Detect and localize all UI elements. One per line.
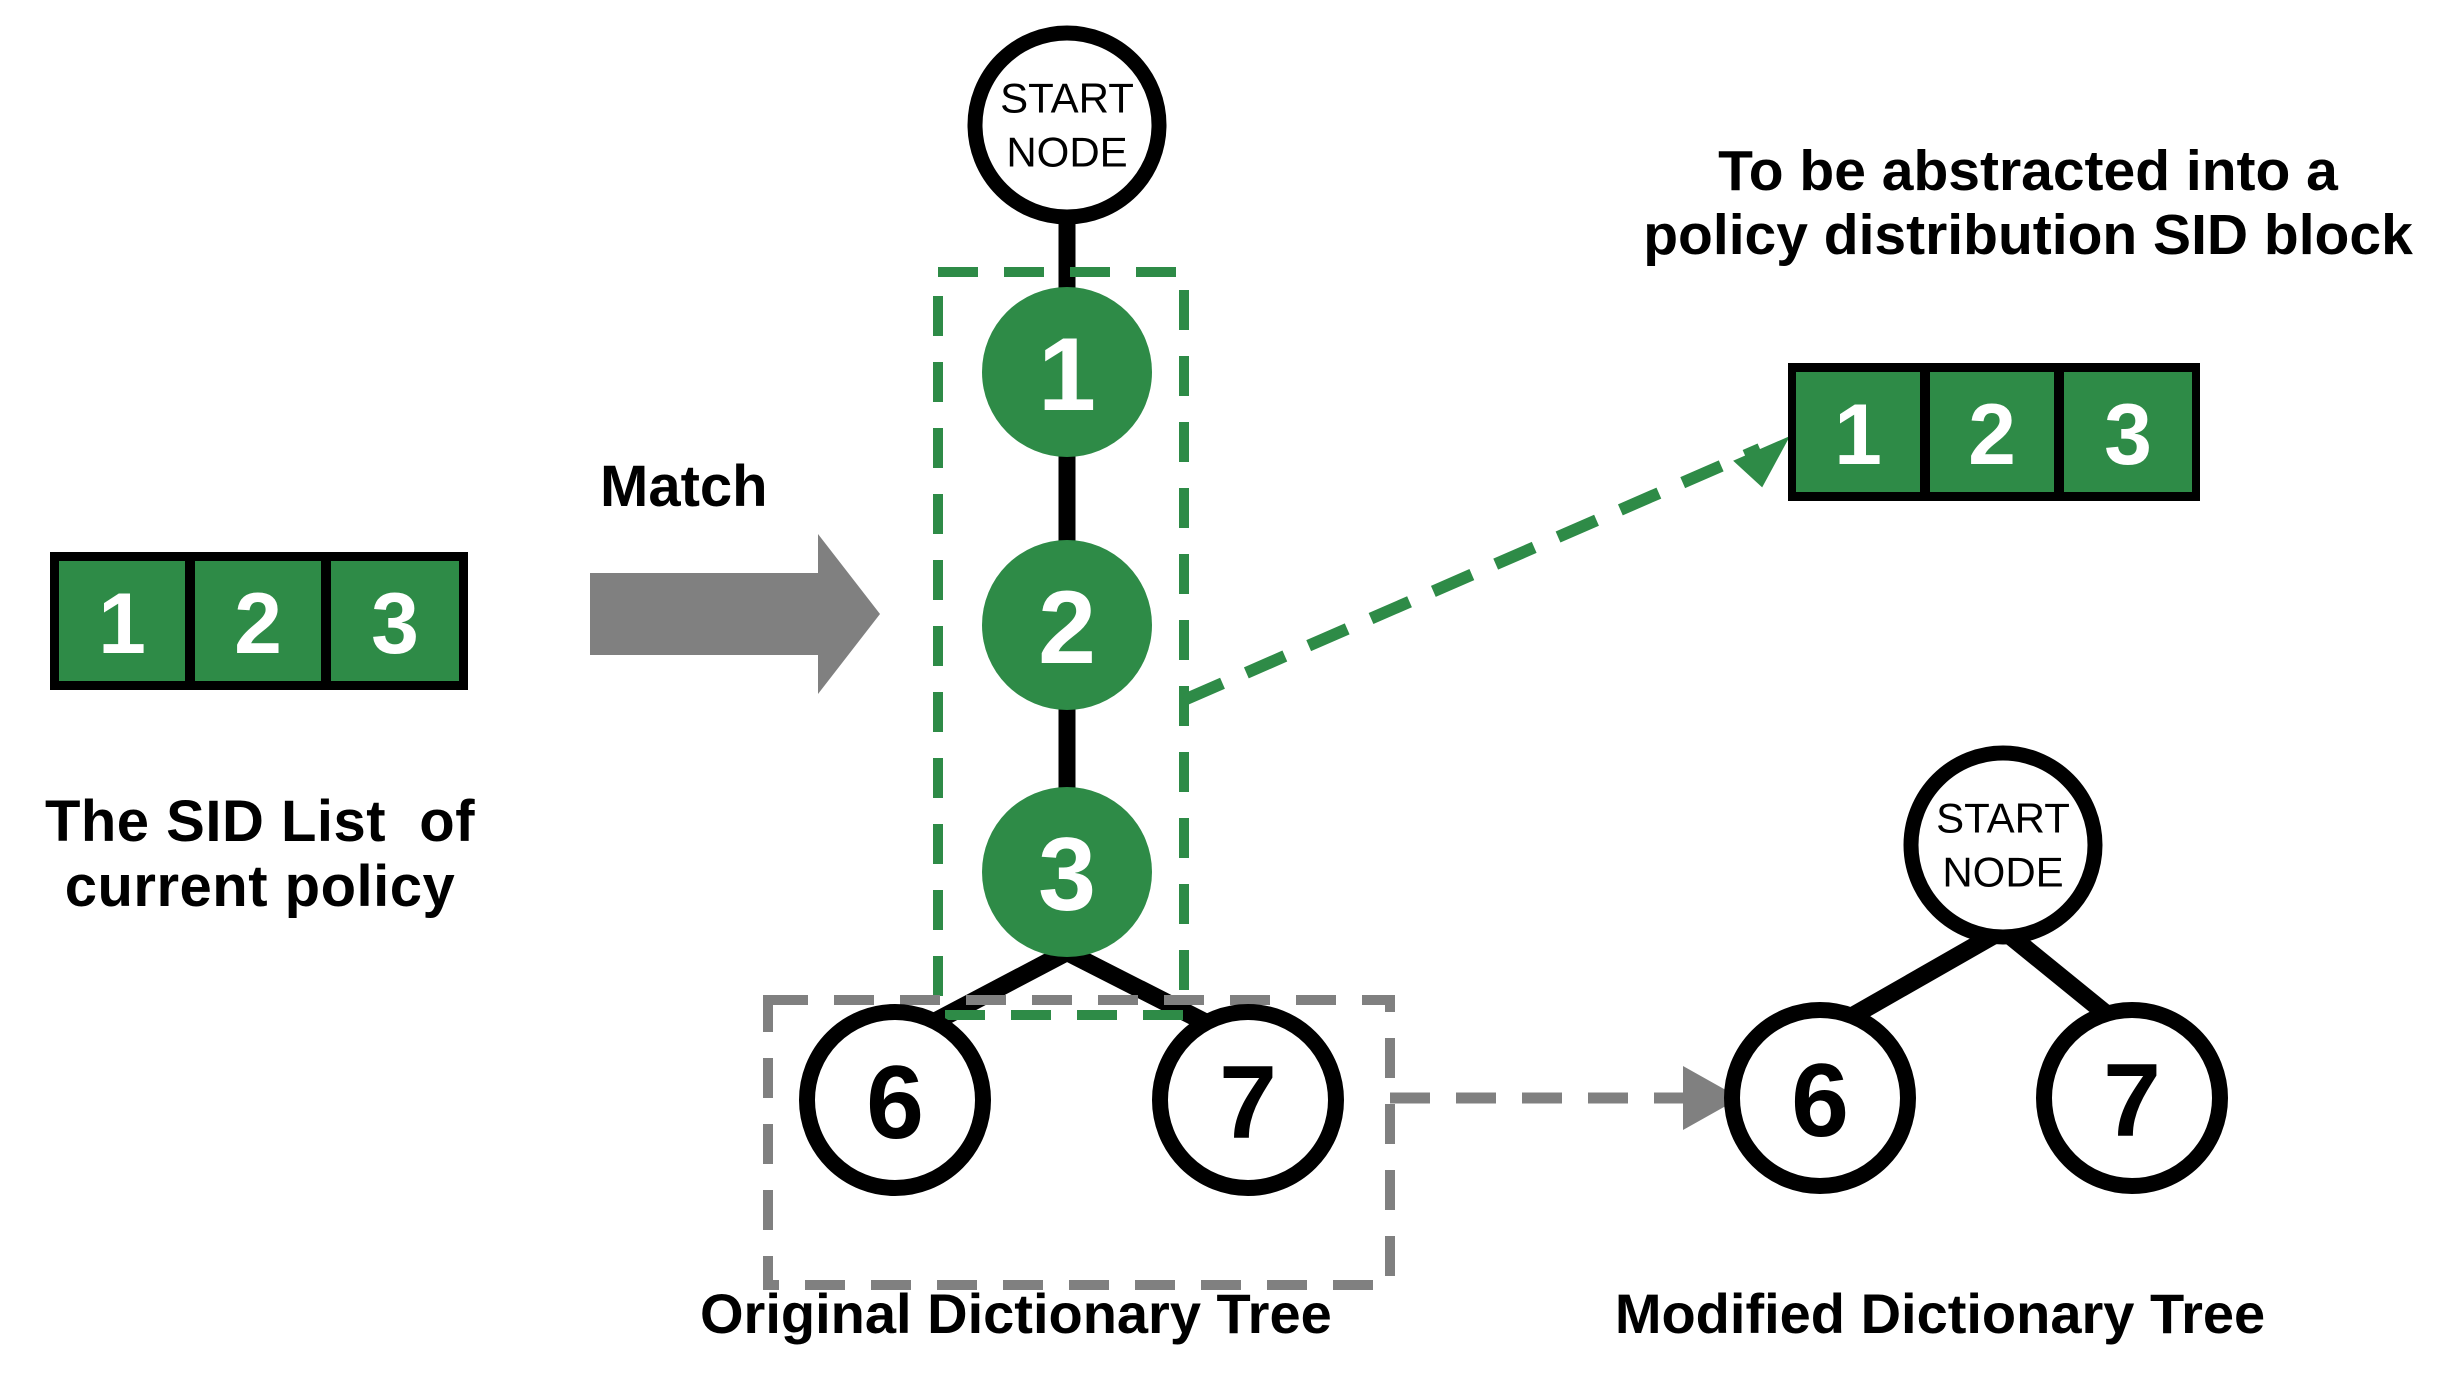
node-2-circle: [982, 540, 1152, 710]
modified-node-6-label: 6: [1791, 1043, 1849, 1159]
node-1-label: 1: [1038, 317, 1096, 433]
sid-block-right-cell-3-label: 3: [2104, 387, 2152, 483]
children-dashed-box: [763, 995, 1395, 1290]
original-tree-node-2: 2: [982, 540, 1152, 710]
modified-node-6-circle: [1724, 1002, 1916, 1194]
abstraction-arrow-green-line: [1181, 443, 1763, 706]
node-3-label: 3: [1038, 817, 1096, 933]
sid-list-left-cell-3: [331, 561, 459, 681]
node-2-label: 2: [1038, 570, 1096, 686]
sid-list-left-cell-2-label: 2: [234, 576, 282, 672]
modified-tree-node-6: 6: [1724, 1002, 1916, 1194]
node-7-circle: [1152, 1004, 1344, 1196]
node-6-label: 6: [866, 1045, 924, 1161]
abstraction-arrow-green: [1181, 436, 1790, 706]
match-arrow: [590, 534, 880, 694]
modified-start-node-circle: [1903, 745, 2103, 945]
abstraction-arrow-green-head: [1733, 436, 1790, 488]
node-6-circle: [799, 1004, 991, 1196]
original-tree-start-node: START NODE: [967, 25, 1167, 225]
modified-start-node-label-line2: NODE: [1942, 849, 2063, 896]
modified-tree-node-7: 7: [2036, 1002, 2228, 1194]
original-start-node-label-line1: START: [1000, 75, 1134, 122]
sid-list-left-cell-1: [59, 561, 185, 681]
sid-list-left-caption-line1: The SID List of: [44, 789, 476, 854]
sid-block-right-cell-1: [1796, 372, 1920, 492]
match-arrow-shape: [590, 534, 880, 694]
modified-node-7-label: 7: [2103, 1043, 2161, 1159]
modified-tree-edges: [1823, 922, 2132, 1038]
original-start-node-label-line2: NODE: [1006, 129, 1127, 176]
modified-node-7-circle: [2036, 1002, 2228, 1194]
sid-block-right: 1 2 3: [1788, 363, 2200, 501]
match-label: Match: [600, 454, 768, 519]
modified-tree-start-node: START NODE: [1903, 745, 2103, 945]
original-tree-node-1: 1: [982, 287, 1152, 457]
sid-list-left-caption-line2: current policy: [64, 853, 456, 919]
transfer-arrow-gray-head: [1683, 1066, 1740, 1130]
node-7-label: 7: [1219, 1045, 1277, 1161]
sid-block-right-cell-3: [2064, 372, 2192, 492]
node-1-circle: [982, 287, 1152, 457]
original-tree-node-6: 6: [799, 1004, 991, 1196]
sid-block-right-cell-1-label: 1: [1834, 387, 1882, 483]
sid-list-left-cell-1-label: 1: [98, 576, 146, 672]
original-start-node-circle: [967, 25, 1167, 225]
node-3-circle: [982, 787, 1152, 957]
sid-list-left-cell-2: [195, 561, 321, 681]
original-tree-node-7: 7: [1152, 1004, 1344, 1196]
sid-list-left-cell-3-label: 3: [371, 576, 419, 672]
sid-block-right-cell-2-label: 2: [1968, 387, 2016, 483]
modified-tree-caption: Modified Dictionary Tree: [1614, 1282, 2266, 1345]
abstraction-note-line2: policy distribution SID block: [1643, 202, 2413, 267]
transfer-arrow-gray: [1390, 1066, 1740, 1130]
matched-chain-dashed-box: [933, 267, 1189, 1020]
modified-start-node-label-line1: START: [1936, 795, 2070, 842]
sid-list-left: 1 2 3: [50, 552, 468, 690]
original-tree-caption: Original Dictionary Tree: [700, 1282, 1332, 1345]
sid-block-right-cell-2: [1930, 372, 2054, 492]
original-tree-node-3: 3: [982, 787, 1152, 957]
abstraction-note-line1: To be abstracted into a: [1718, 139, 2338, 203]
